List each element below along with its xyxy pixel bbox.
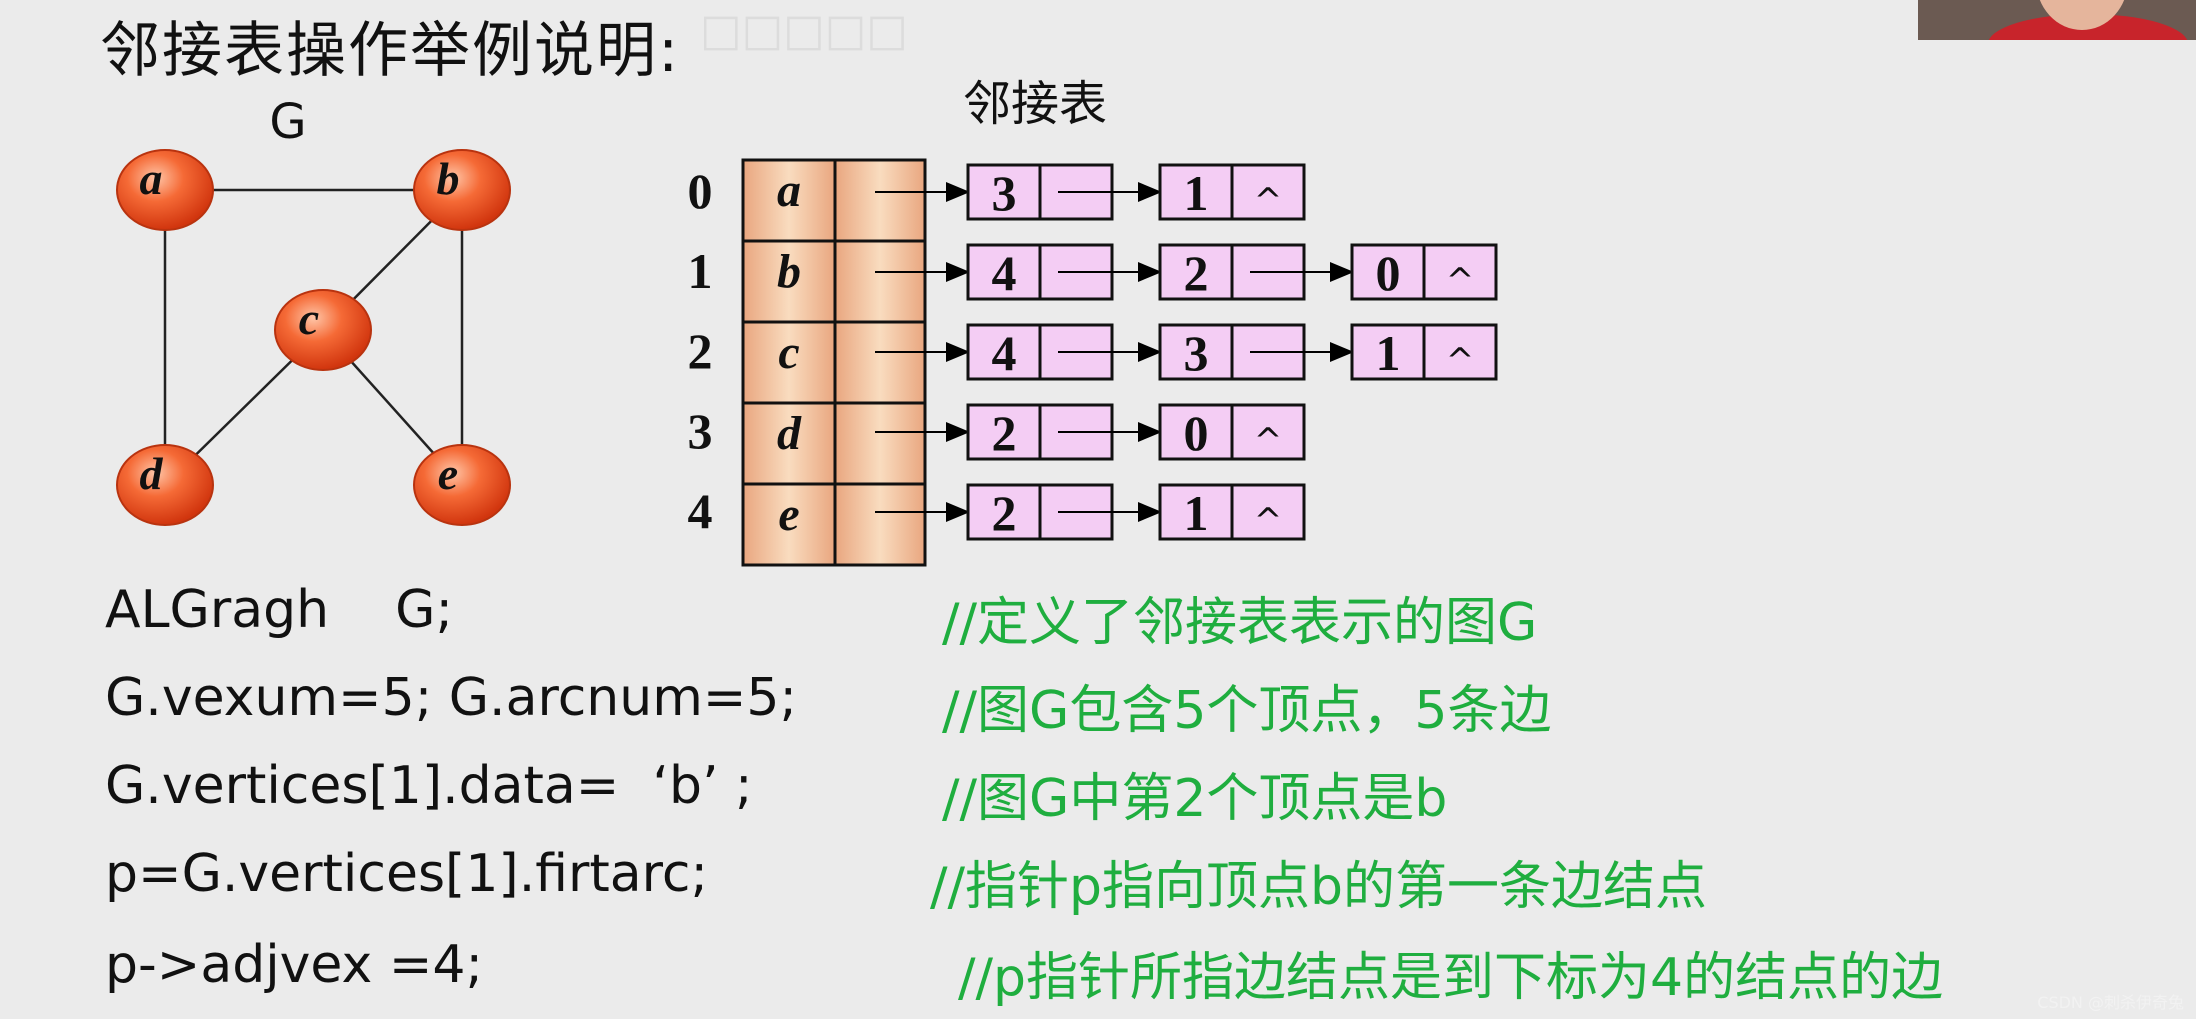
code-comment: //图G中第2个顶点是b xyxy=(942,756,1447,831)
graph-node-a: a xyxy=(117,150,213,230)
row-index: 3 xyxy=(688,403,713,459)
firstarc-cell xyxy=(835,403,925,484)
adjvex-value: 4 xyxy=(992,325,1017,381)
adjvex-value: 0 xyxy=(1184,405,1209,461)
code-line: G.vertices[1].data= ‘b’ ; xyxy=(105,756,753,816)
adjacency-list-title: 邻接表 xyxy=(963,76,1107,132)
code-line: p=G.vertices[1].firtarc; xyxy=(105,844,708,904)
graph-node-b: b xyxy=(414,150,510,230)
code-comment: //图G包含5个顶点，5条边 xyxy=(942,668,1552,743)
graph-node-label: d xyxy=(140,448,164,499)
code-comment: //指针p指向顶点b的第一条边结点 xyxy=(930,844,1707,919)
adjvex-value: 2 xyxy=(992,485,1017,541)
adjvex-value: 1 xyxy=(1184,165,1209,221)
row-index: 4 xyxy=(688,483,713,539)
graph-node-c: c xyxy=(275,290,371,370)
adjvex-value: 3 xyxy=(992,165,1017,221)
firstarc-cell xyxy=(835,160,925,241)
adjvex-value: 1 xyxy=(1184,485,1209,541)
graph-label: G xyxy=(269,94,306,150)
null-pointer: ^ xyxy=(1446,261,1475,301)
null-pointer: ^ xyxy=(1254,421,1283,461)
null-pointer: ^ xyxy=(1254,181,1283,221)
code-line: p->adjvex =4; xyxy=(105,935,483,995)
adjvex-value: 3 xyxy=(1184,325,1209,381)
firstarc-cell xyxy=(835,322,925,403)
firstarc-cell xyxy=(835,484,925,565)
code-line: ALGragh G; xyxy=(105,580,453,640)
vertex-label: e xyxy=(778,488,799,541)
vertex-label: a xyxy=(777,164,801,217)
adjvex-value: 2 xyxy=(1184,245,1209,301)
code-line: G.vexum=5; G.arcnum=5; xyxy=(105,668,797,728)
code-comment: //p指针所指边结点是到下标为4的结点的边 xyxy=(958,935,1943,1010)
vertex-label: d xyxy=(777,407,802,460)
edge-node: 1^ xyxy=(1352,325,1496,381)
adjvex-value: 2 xyxy=(992,405,1017,461)
graph-node-label: e xyxy=(438,448,458,499)
edge-node: 0^ xyxy=(1352,245,1496,301)
graph-node-label: c xyxy=(299,293,319,344)
graph-node-d: d xyxy=(117,445,213,525)
firstarc-cell xyxy=(835,241,925,322)
vertex-label: b xyxy=(777,245,801,298)
graph-node-e: e xyxy=(414,445,510,525)
row-index: 2 xyxy=(688,323,713,379)
edge-node: 1^ xyxy=(1160,485,1304,541)
adjvex-value: 1 xyxy=(1376,325,1401,381)
code-comment: //定义了邻接表表示的图G xyxy=(942,580,1537,655)
graph-nodes: a b c d e xyxy=(117,150,510,525)
graph-node-label: a xyxy=(140,153,163,204)
null-pointer: ^ xyxy=(1254,501,1283,541)
graph-node-label: b xyxy=(437,153,460,204)
adjvex-value: 0 xyxy=(1376,245,1401,301)
vertex-label: c xyxy=(778,326,799,379)
watermark: CSDN @刺杀伊奇兔 xyxy=(2037,989,2184,1013)
edge-node: 0^ xyxy=(1160,405,1304,461)
adjvex-value: 4 xyxy=(992,245,1017,301)
row-index: 0 xyxy=(688,163,713,219)
null-pointer: ^ xyxy=(1446,341,1475,381)
edge-node: 1^ xyxy=(1160,165,1304,221)
row-index: 1 xyxy=(688,243,713,299)
